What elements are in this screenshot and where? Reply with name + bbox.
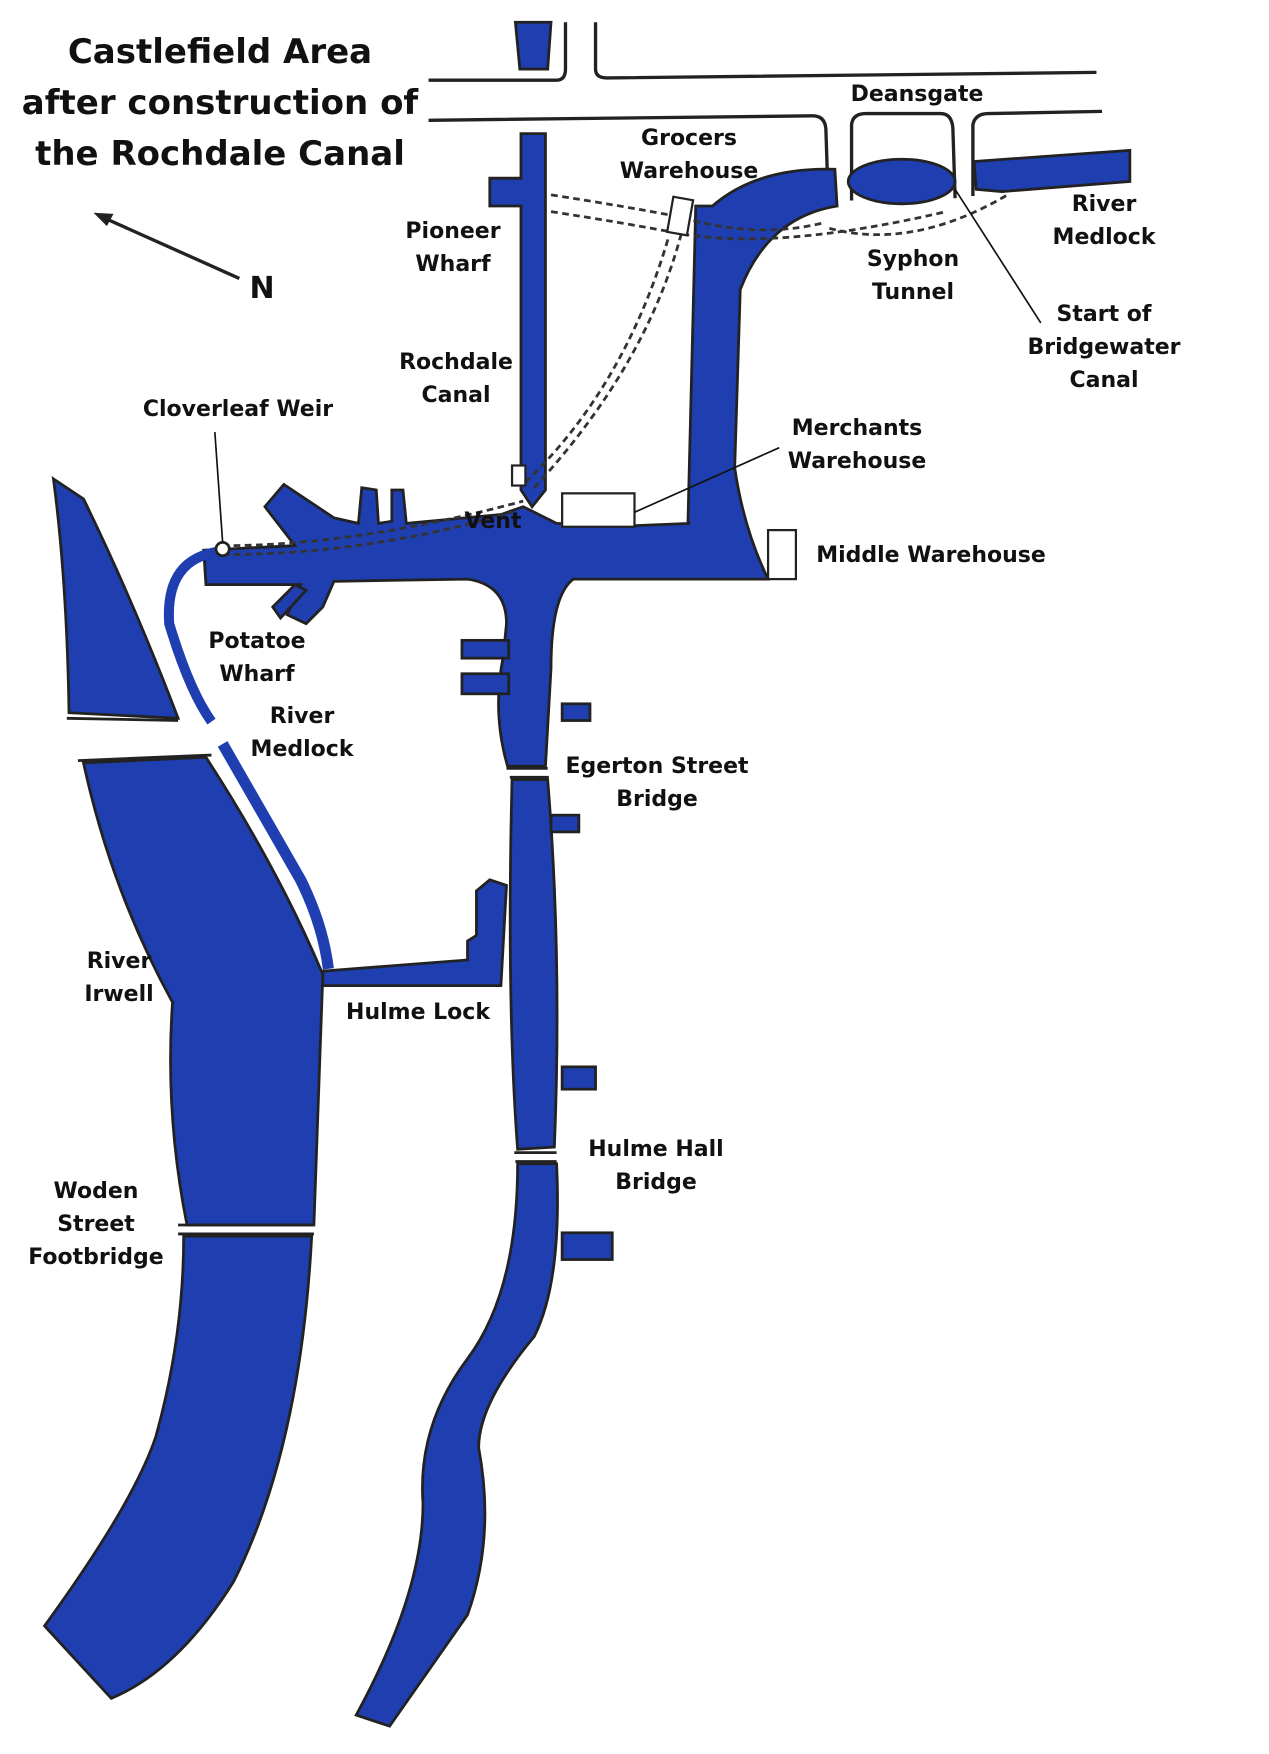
label-line: Grocers — [641, 126, 737, 151]
label-line: Wharf — [415, 252, 491, 277]
river-irwell — [42, 1234, 314, 1700]
vent-structure — [510, 464, 527, 487]
roads — [428, 22, 1103, 201]
label-line: Deansgate — [850, 82, 984, 107]
potatoe-wharf-arm — [270, 582, 309, 621]
label-line: Warehouse — [787, 449, 927, 474]
label-middle-warehouse: Middle Warehouse — [816, 539, 1046, 572]
bridges — [66, 716, 557, 1236]
middle-warehouse-building — [766, 528, 798, 581]
label-line: Middle Warehouse — [816, 543, 1046, 568]
label-line: Street — [57, 1212, 135, 1237]
title-line: Castlefield Area — [67, 32, 373, 72]
title-line: after construction of — [21, 83, 419, 123]
underground-tunnels — [222, 193, 1009, 556]
merchants-warehouse-building — [561, 492, 636, 528]
compass-label: N — [249, 271, 275, 306]
map-title: Castlefield Area after construction of t… — [22, 27, 418, 180]
wharf-spur — [560, 1231, 614, 1261]
river-irwell — [51, 476, 181, 720]
wharf-spur — [549, 813, 581, 834]
wharf-spur — [460, 672, 511, 696]
label-line: Tunnel — [871, 280, 955, 305]
label-line: River — [1071, 192, 1137, 217]
label-line: Start of — [1056, 302, 1152, 327]
label-line: Cloverleaf Weir — [142, 397, 334, 422]
label-line: Hulme Lock — [346, 1000, 490, 1025]
label-line: Woden — [53, 1179, 139, 1204]
title-line: the Rochdale Canal — [35, 134, 405, 174]
river-irwell — [81, 755, 325, 1227]
north-arrow-icon — [93, 212, 241, 280]
label-line: Medlock — [250, 737, 354, 762]
river-medlock-lower — [217, 741, 334, 970]
label-deansgate: Deansgate — [851, 78, 984, 111]
label-line: Potatoe — [208, 629, 306, 654]
label-vent: Vent — [465, 505, 522, 538]
canal-south — [354, 1162, 559, 1728]
label-line: Bridgewater — [1027, 335, 1181, 360]
canal-egerton-to-hulme-hall — [508, 778, 559, 1151]
label-line: Warehouse — [619, 159, 759, 184]
label-line: River — [86, 949, 152, 974]
wharf-spur — [560, 1065, 597, 1091]
hulme-lock-channel — [321, 878, 508, 987]
label-line: Canal — [1069, 368, 1139, 393]
label-line: Footbridge — [28, 1245, 164, 1270]
label-line: Wharf — [219, 662, 295, 687]
label-line: Bridge — [616, 787, 698, 812]
river-medlock-lower — [163, 546, 224, 725]
syphon-basin — [846, 157, 957, 206]
wharf-spur — [460, 638, 511, 660]
label-line: Rochdale — [399, 350, 513, 375]
grocers-warehouse-building — [665, 195, 695, 237]
label-line: Vent — [464, 509, 522, 534]
wharf-spur — [560, 702, 592, 722]
label-line: Hulme Hall — [588, 1137, 724, 1162]
cloverleaf-weir-marker — [214, 540, 231, 558]
rochdale-canal-top — [513, 20, 553, 71]
label-hulme-lock: Hulme Lock — [346, 996, 490, 1029]
label-line: Pioneer — [405, 219, 501, 244]
label-line: Irwell — [84, 982, 154, 1007]
label-line: Canal — [421, 383, 491, 408]
label-cloverleaf-weir: Cloverleaf Weir — [143, 393, 333, 426]
label-line: Merchants — [791, 416, 923, 441]
river-medlock-top — [972, 148, 1132, 193]
label-line: Medlock — [1052, 225, 1156, 250]
rochdale-canal — [488, 132, 547, 510]
leader-lines — [214, 188, 1042, 543]
label-line: River — [269, 704, 335, 729]
label-line: Bridge — [615, 1170, 697, 1195]
label-line: Egerton Street — [565, 754, 749, 779]
label-line: Syphon — [866, 247, 960, 272]
